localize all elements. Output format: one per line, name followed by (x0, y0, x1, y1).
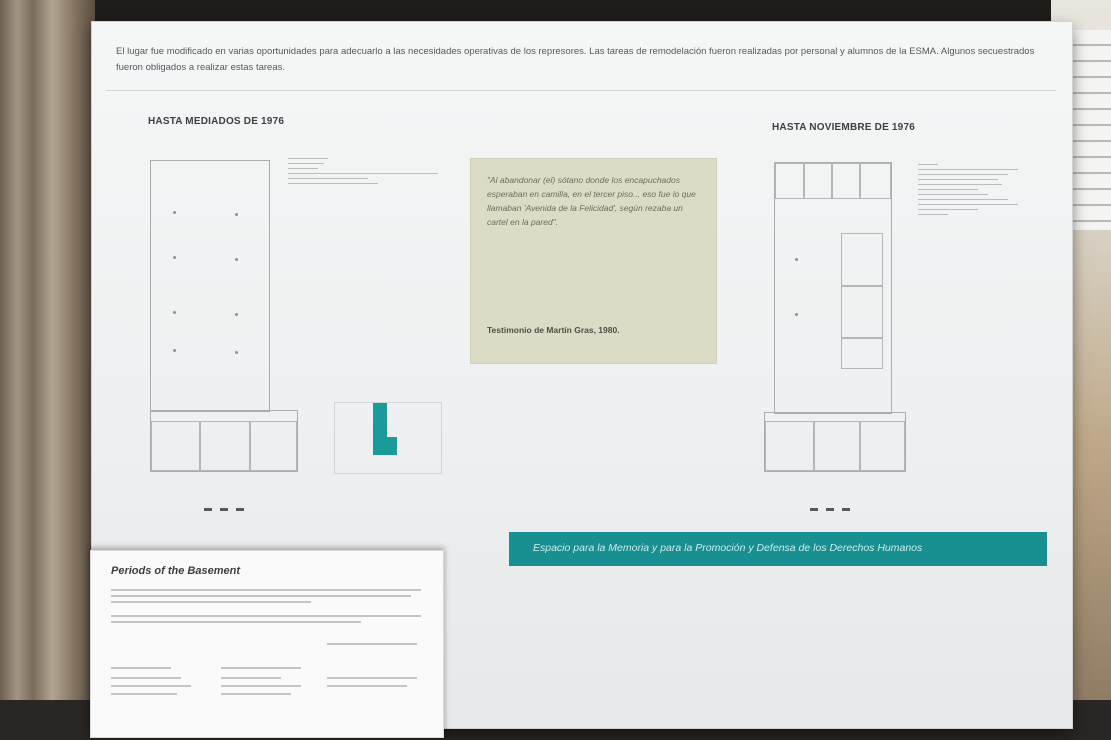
right-plan-lower-rooms (764, 412, 906, 472)
banner-text: Espacio para la Memoria y para la Promoc… (533, 542, 923, 554)
left-plan-legend (288, 158, 448, 188)
quote-text: "Al abandonar (el) sótano donde los enca… (487, 175, 696, 227)
right-plan-title: HASTA NOVIEMBRE DE 1976 (772, 122, 915, 133)
left-scale-bar (204, 498, 252, 511)
info-placard: Periods of the Basement (90, 550, 444, 738)
left-plan-title: HASTA MEDIADOS DE 1976 (148, 116, 285, 127)
window-blinds (1067, 30, 1111, 230)
testimony-quote-box: "Al abandonar (el) sótano donde los enca… (470, 158, 717, 364)
right-plan-legend (918, 164, 1058, 219)
institution-banner: Espacio para la Memoria y para la Promoc… (509, 532, 1047, 566)
right-scale-bar (810, 498, 858, 511)
intro-text: El lugar fue modificado en varias oportu… (116, 46, 1035, 73)
left-floor-plan (150, 160, 270, 412)
curtain (0, 0, 95, 740)
location-minimap (334, 402, 442, 474)
divider (106, 90, 1056, 91)
right-floor-plan (774, 162, 892, 414)
left-plan-lower-rooms (150, 410, 298, 472)
placard-title: Periods of the Basement (111, 565, 240, 577)
quote-source: Testimonio de Martín Gras, 1980. (487, 325, 620, 335)
